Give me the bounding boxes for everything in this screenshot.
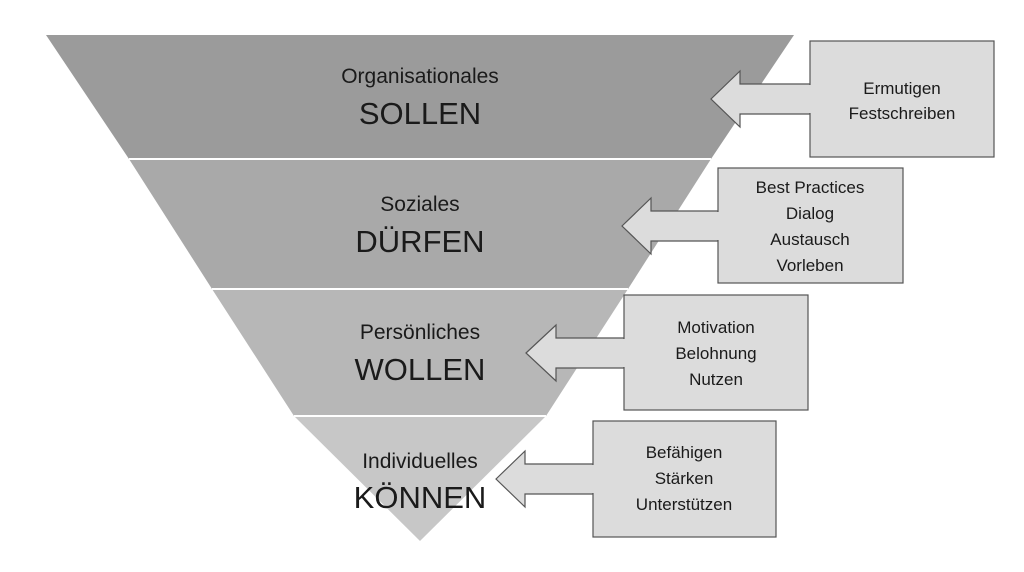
level-sollen-title: SOLLEN — [359, 96, 481, 131]
measure-koennen-item: Befähigen — [646, 443, 723, 462]
measure-koennen-item: Stärken — [655, 469, 714, 488]
measure-duerfen-item: Vorleben — [776, 256, 843, 275]
measure-box-sollen — [809, 40, 995, 158]
measure-box-duerfen — [717, 167, 904, 284]
measure-wollen-item: Motivation — [677, 318, 754, 337]
measure-duerfen-item: Dialog — [786, 204, 834, 223]
level-koennen-subtitle: Individuelles — [362, 450, 478, 473]
measure-duerfen-item: Best Practices — [756, 178, 865, 197]
level-wollen-subtitle: Persönliches — [360, 321, 480, 344]
measure-box-koennen — [592, 420, 777, 538]
level-wollen-title: WOLLEN — [355, 352, 486, 387]
level-wollen-band — [212, 289, 628, 416]
level-duerfen-band — [129, 159, 711, 289]
measure-sollen-item: Festschreiben — [849, 104, 956, 123]
arrow-koennen — [495, 449, 594, 509]
measure-sollen-item: Ermutigen — [863, 79, 940, 98]
measure-wollen-item: Belohnung — [675, 344, 756, 363]
level-koennen-title: KÖNNEN — [354, 480, 487, 515]
level-sollen-subtitle: Organisationales — [341, 65, 499, 88]
measure-koennen-item: Unterstützen — [636, 495, 732, 514]
level-koennen-band — [294, 416, 546, 541]
level-duerfen-title: DÜRFEN — [355, 224, 484, 259]
level-sollen-band — [46, 35, 794, 159]
measure-box-wollen — [623, 294, 809, 411]
measure-wollen-item: Nutzen — [689, 370, 743, 389]
level-duerfen-subtitle: Soziales — [380, 193, 459, 216]
measure-duerfen-item: Austausch — [770, 230, 849, 249]
